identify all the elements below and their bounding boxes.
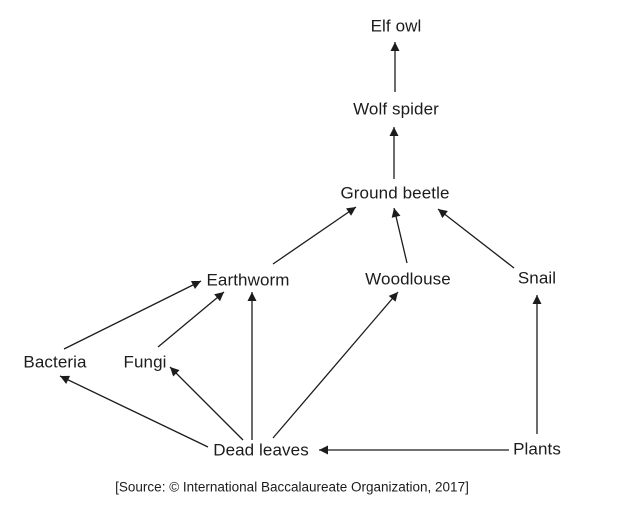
node-snail: Snail (517, 268, 557, 288)
node-plants: Plants (513, 439, 561, 459)
node-woodlouse: Woodlouse (365, 269, 451, 289)
arrow-bacteria-to-earthworm (63, 280, 202, 350)
arrow-dead_leaves-to-fungi (169, 366, 244, 441)
arrow-dead_leaves-to-bacteria (59, 375, 209, 448)
node-fungi: Fungi (123, 352, 167, 372)
arrow-earthworm-to-ground_beetle (272, 206, 357, 265)
node-wolf-spider: Wolf spider (353, 99, 439, 119)
arrow-fungi-to-earthworm (157, 291, 225, 348)
node-elf-owl: Elf owl (370, 16, 422, 36)
arrow-woodlouse-to-ground_beetle (391, 207, 408, 264)
arrow-snail-to-ground_beetle (437, 208, 515, 269)
source-caption: [Source: © International Baccalaureate O… (115, 479, 469, 495)
arrow-dead_leaves-to-woodlouse (272, 291, 399, 439)
node-earthworm: Earthworm (206, 270, 290, 290)
node-ground-beetle: Ground beetle (340, 183, 450, 203)
node-dead-leaves: Dead leaves (213, 440, 309, 460)
node-bacteria: Bacteria (23, 352, 87, 372)
